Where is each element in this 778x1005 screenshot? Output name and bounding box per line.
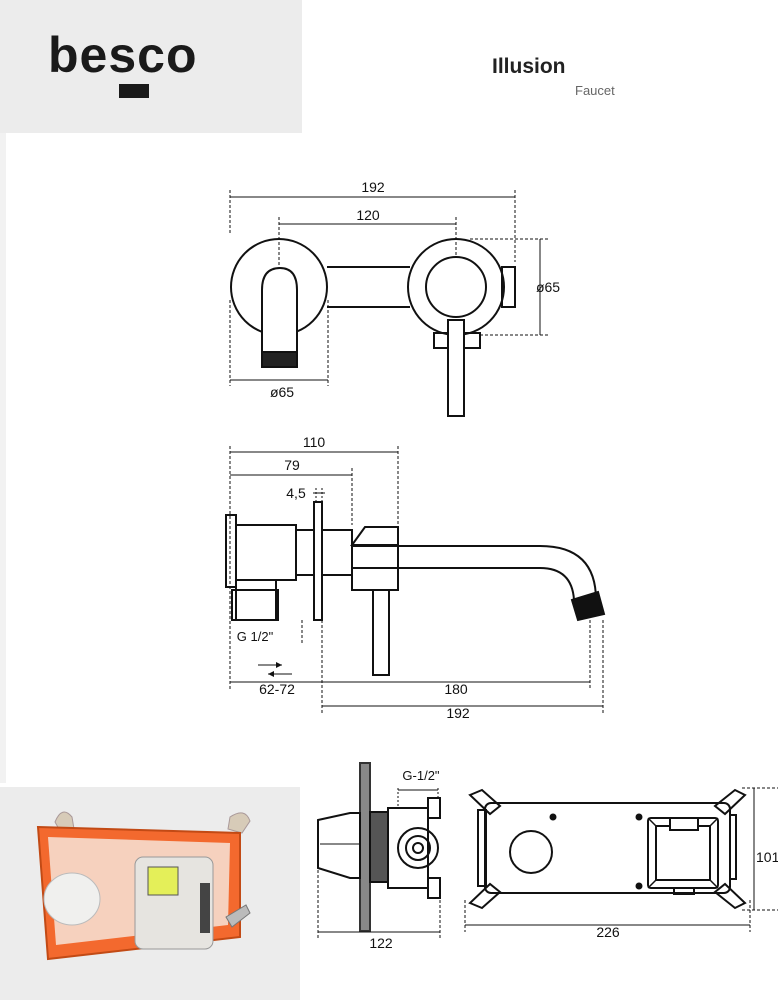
dim-box-thread: G-1/2" bbox=[402, 768, 440, 783]
dim-side-110: 110 bbox=[303, 434, 326, 450]
product-subtitle: Faucet bbox=[575, 83, 615, 98]
logo-underline-bar bbox=[119, 84, 149, 98]
page-edge-strip bbox=[0, 133, 6, 783]
dim-side-4-5: 4,5 bbox=[286, 485, 306, 501]
dim-box-height: 101 bbox=[756, 849, 778, 865]
box-side-view bbox=[317, 762, 441, 940]
dim-front-diameter-left: ø65 bbox=[270, 384, 294, 400]
dim-side-thread: G 1/2" bbox=[237, 629, 274, 644]
dim-box-depth: 122 bbox=[369, 935, 393, 951]
dim-front-total: 192 bbox=[361, 179, 385, 195]
brand-logo: besco bbox=[48, 27, 198, 83]
dim-front-diameter-right: ø65 bbox=[536, 279, 560, 295]
dim-box-width: 226 bbox=[596, 924, 620, 940]
dim-side-range: 62-72 bbox=[259, 681, 295, 697]
product-title: Illusion bbox=[492, 55, 566, 78]
dim-side-180: 180 bbox=[444, 681, 468, 697]
installation-box-illustration bbox=[0, 787, 300, 1000]
installation-box-photo bbox=[0, 787, 300, 1000]
side-view bbox=[225, 446, 606, 714]
dim-side-192: 192 bbox=[446, 705, 470, 721]
dim-side-79: 79 bbox=[284, 457, 300, 473]
logo-panel: besco bbox=[0, 0, 302, 133]
front-view bbox=[229, 190, 548, 417]
box-front-view bbox=[464, 787, 778, 932]
dim-front-centers: 120 bbox=[356, 207, 380, 223]
